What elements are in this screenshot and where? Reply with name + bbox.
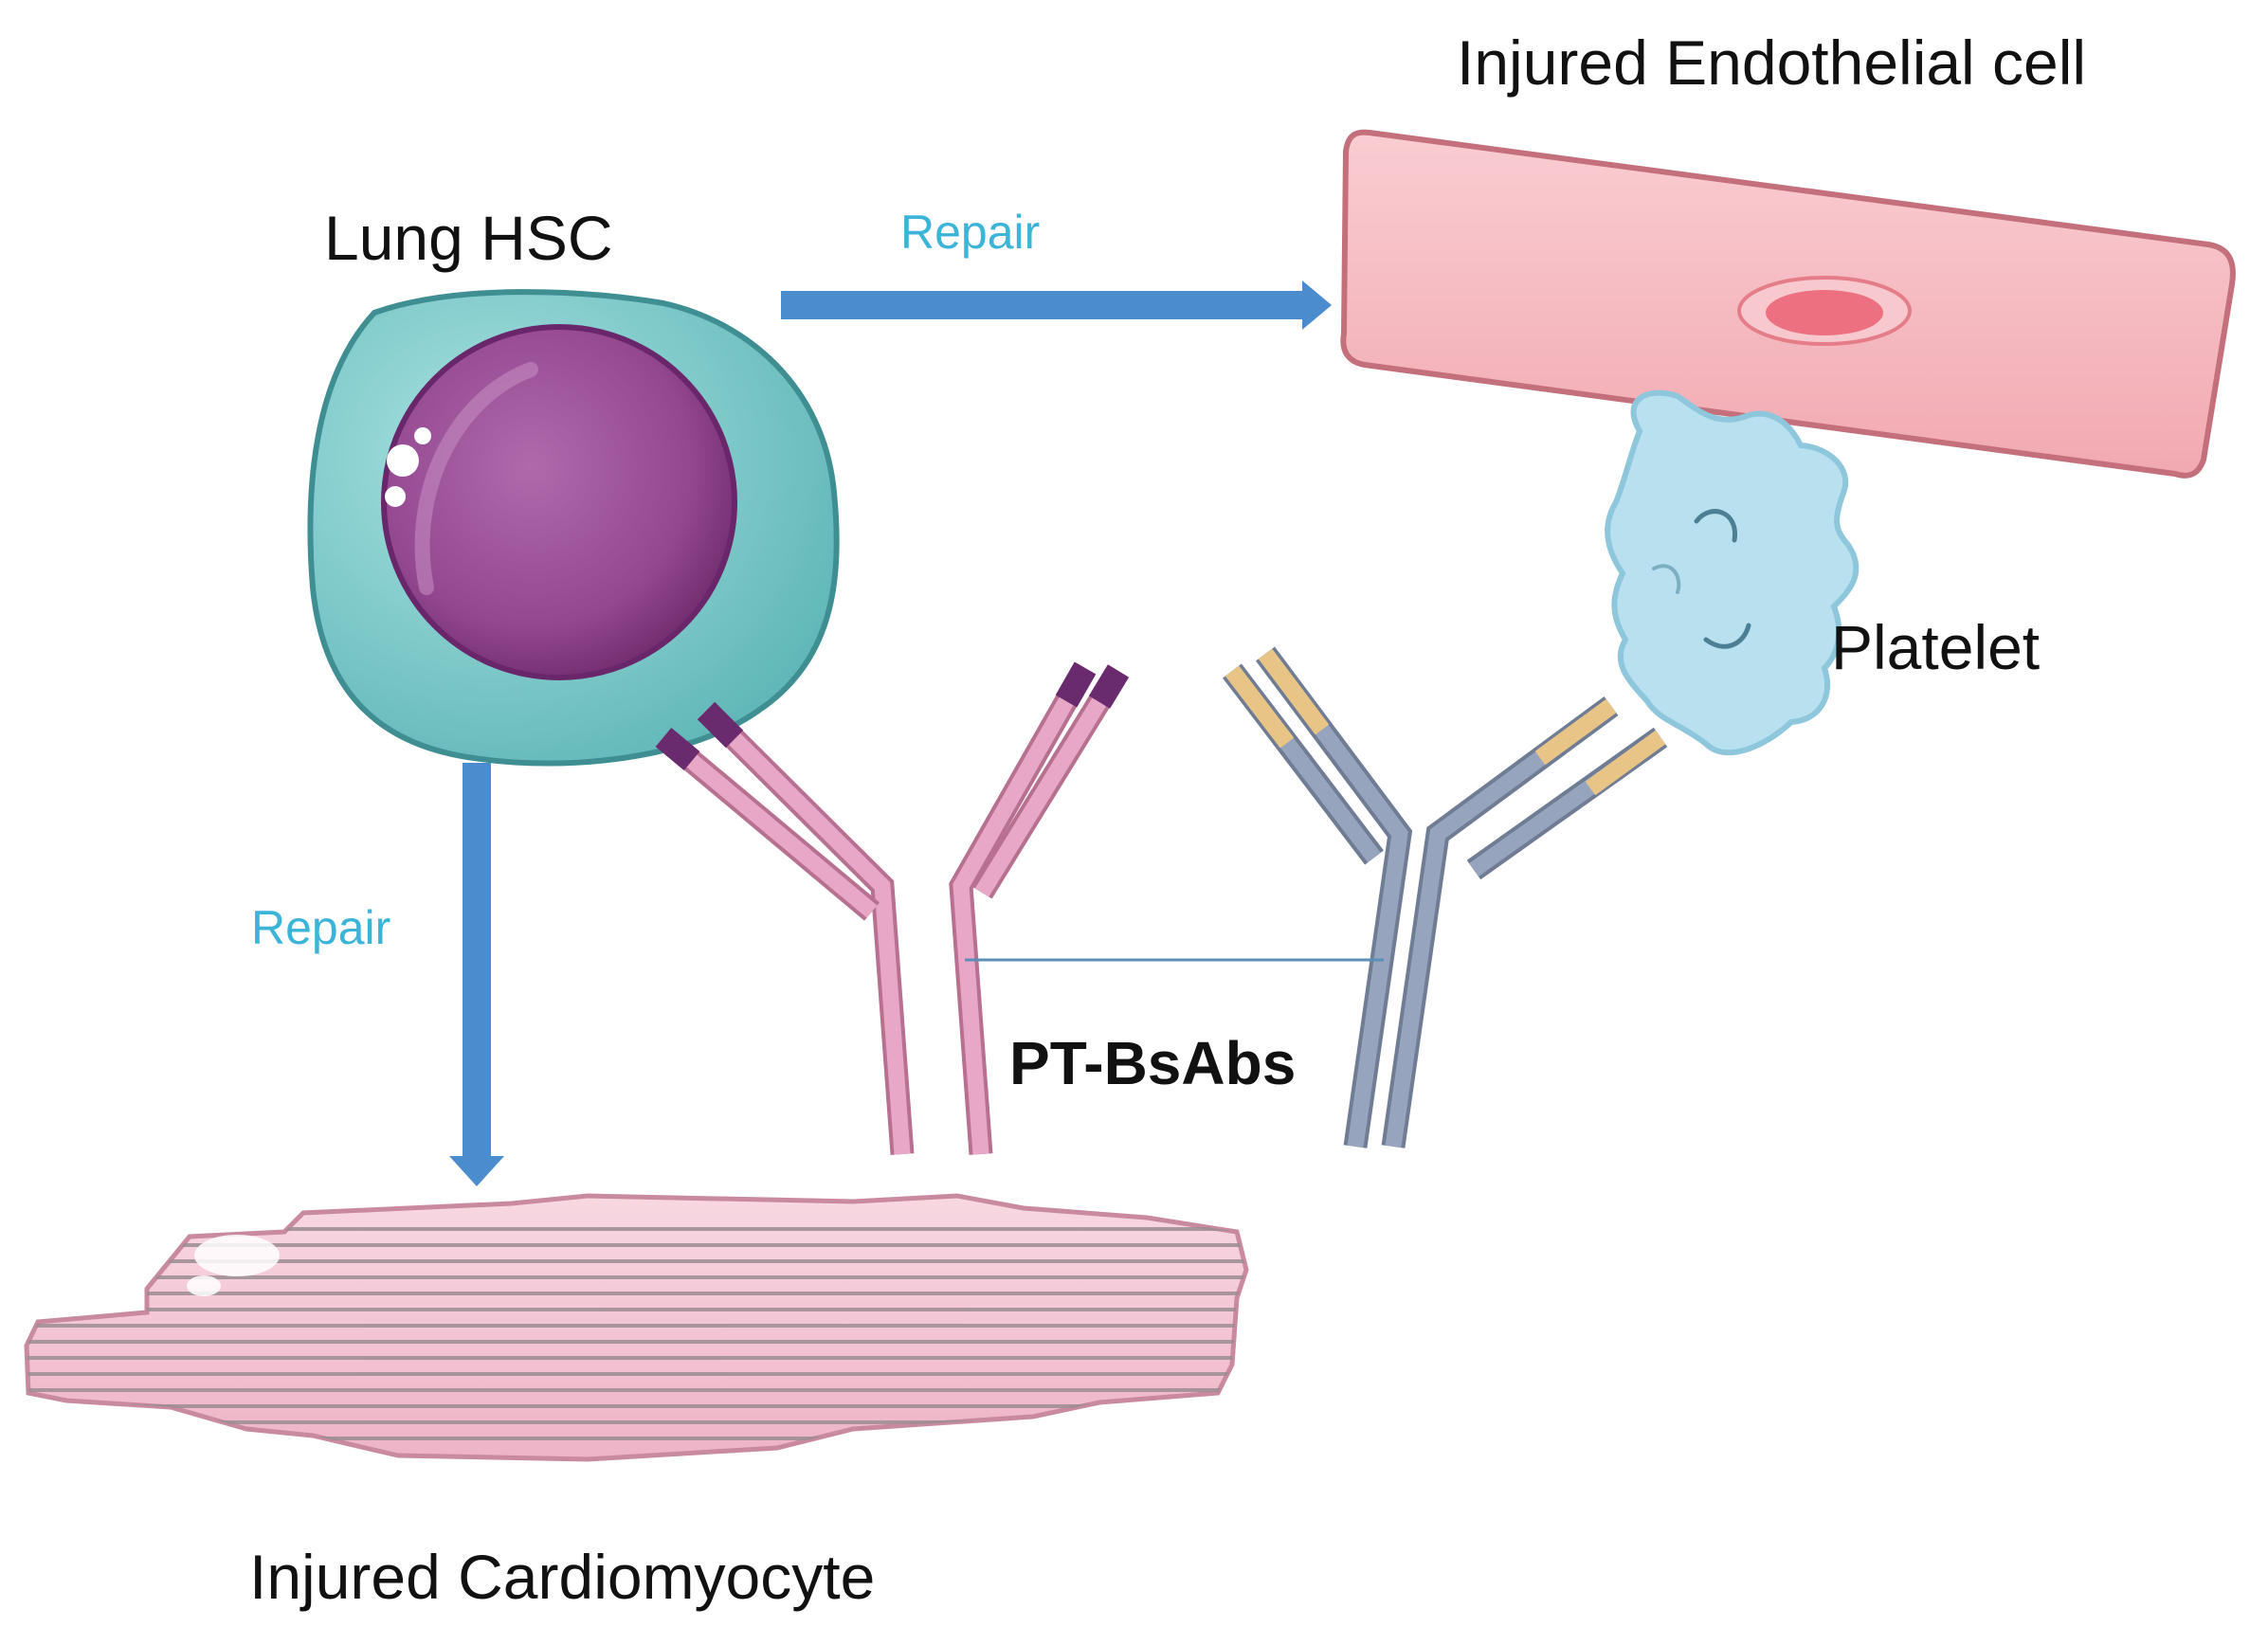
repair-arrow-right (781, 280, 1332, 330)
endothelial-cell (1340, 129, 2236, 479)
label-antibody: PT-BsAbs (1009, 1029, 1297, 1097)
antibody-left (655, 661, 1130, 1155)
label-platelet: Platelet (1831, 612, 2041, 682)
label-endothelial: Injured Endothelial cell (1457, 27, 2087, 98)
label-cardiomyocyte: Injured Cardiomyocyte (249, 1542, 876, 1612)
antibody-right (1223, 646, 1668, 1148)
endothelial-nucleus (1766, 290, 1883, 335)
cardiomyocyte-cell (24, 1193, 1249, 1462)
label-repair-top: Repair (900, 206, 1041, 259)
lung-hsc-cell (307, 289, 840, 767)
repair-arrow-down (449, 763, 504, 1186)
label-lung-hsc: Lung HSC (324, 203, 613, 273)
platelet-cell (1605, 389, 1860, 755)
label-repair-left: Repair (251, 901, 391, 954)
hsc-nucleus (381, 324, 737, 680)
